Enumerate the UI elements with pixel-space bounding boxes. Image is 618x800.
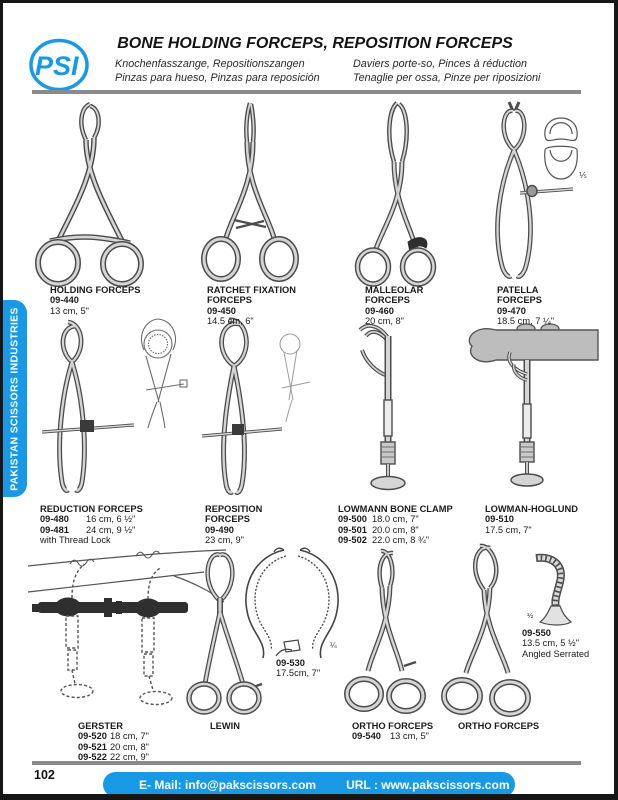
- header-rule: [32, 90, 581, 94]
- lewin-forceps-drawing: [186, 552, 263, 715]
- ratchet-fixation-forceps-drawing: [201, 102, 299, 282]
- jaw-550-drawing: ½: [527, 553, 573, 626]
- footer-contact-bar: E- Mail: info@pakscissors.com URL : www.…: [103, 772, 515, 797]
- footer-rule: [32, 761, 581, 765]
- gerster-fixator-drawing: [27, 549, 227, 706]
- jaw-530-drawing: ¼: [245, 547, 339, 659]
- email-link[interactable]: E- Mail: info@pakscissors.com: [139, 777, 317, 792]
- brand-ribbon: PAKISTAN SCISSORS INDUSTRIES: [3, 300, 27, 497]
- label-reposition: REPOSITION FORCEPS 09-490 23 cm, 9": [205, 504, 263, 546]
- label-lewin: LEWIN: [210, 721, 240, 731]
- page-number: 102: [34, 768, 55, 782]
- ortho-forceps-1-drawing: [344, 548, 426, 714]
- svg-text:¼: ¼: [330, 641, 337, 650]
- patella-jaw-profile-inset: ⅕: [544, 117, 587, 180]
- label-malleolar: MALLEOLAR FORCEPS 09-460 20 cm, 8": [365, 285, 424, 327]
- url-link[interactable]: URL : www.pakscissors.com: [346, 777, 510, 792]
- malleolar-forceps-drawing: [354, 101, 437, 287]
- page-title: BONE HOLDING FORCEPS, REPOSITION FORCEPS: [117, 35, 513, 52]
- label-patella: PATELLA FORCEPS 09-470 18.5 cm, 7 ¼": [497, 285, 555, 327]
- brand-ribbon-text: PAKISTAN SCISSORS INDUSTRIES: [9, 306, 21, 491]
- psi-logo: PSI: [29, 38, 89, 92]
- label-hoglund: LOWMAN-HOGLUND 09-510 17.5 cm, 7": [485, 504, 578, 535]
- label-jaw-550: 09-550 13.5 cm, 5 ½" Angled Serrated: [522, 628, 590, 659]
- label-holding-forceps: HOLDING FORCEPS 09-440 13 cm, 5": [50, 285, 141, 316]
- label-ortho-2: ORTHO FORCEPS: [458, 721, 540, 731]
- label-ratchet-fixation: RATCHET FIXATION FORCEPS 09-450 14.5 cm,…: [207, 285, 297, 327]
- subtitle-left: Knochenfasszange, Repositionszangen Pinz…: [115, 58, 320, 84]
- svg-text:⅕: ⅕: [579, 171, 587, 180]
- holding-forceps-drawing: [35, 101, 144, 287]
- ortho-forceps-2-drawing: [441, 543, 531, 717]
- patella-forceps-drawing: [495, 101, 574, 279]
- label-jaw-530: 09-530 17.5cm, 7": [276, 658, 321, 679]
- subtitle-right: Daviers porte-so, Pinces à réduction Ten…: [353, 58, 541, 84]
- svg-text:PSI: PSI: [35, 51, 79, 81]
- lowmann-bone-clamp-drawing: [358, 323, 406, 491]
- lowman-hoglund-drawing: [468, 323, 599, 487]
- reposition-forceps-drawing: [201, 317, 311, 495]
- svg-text:½: ½: [527, 611, 534, 620]
- reduction-forceps-drawing: [41, 318, 188, 493]
